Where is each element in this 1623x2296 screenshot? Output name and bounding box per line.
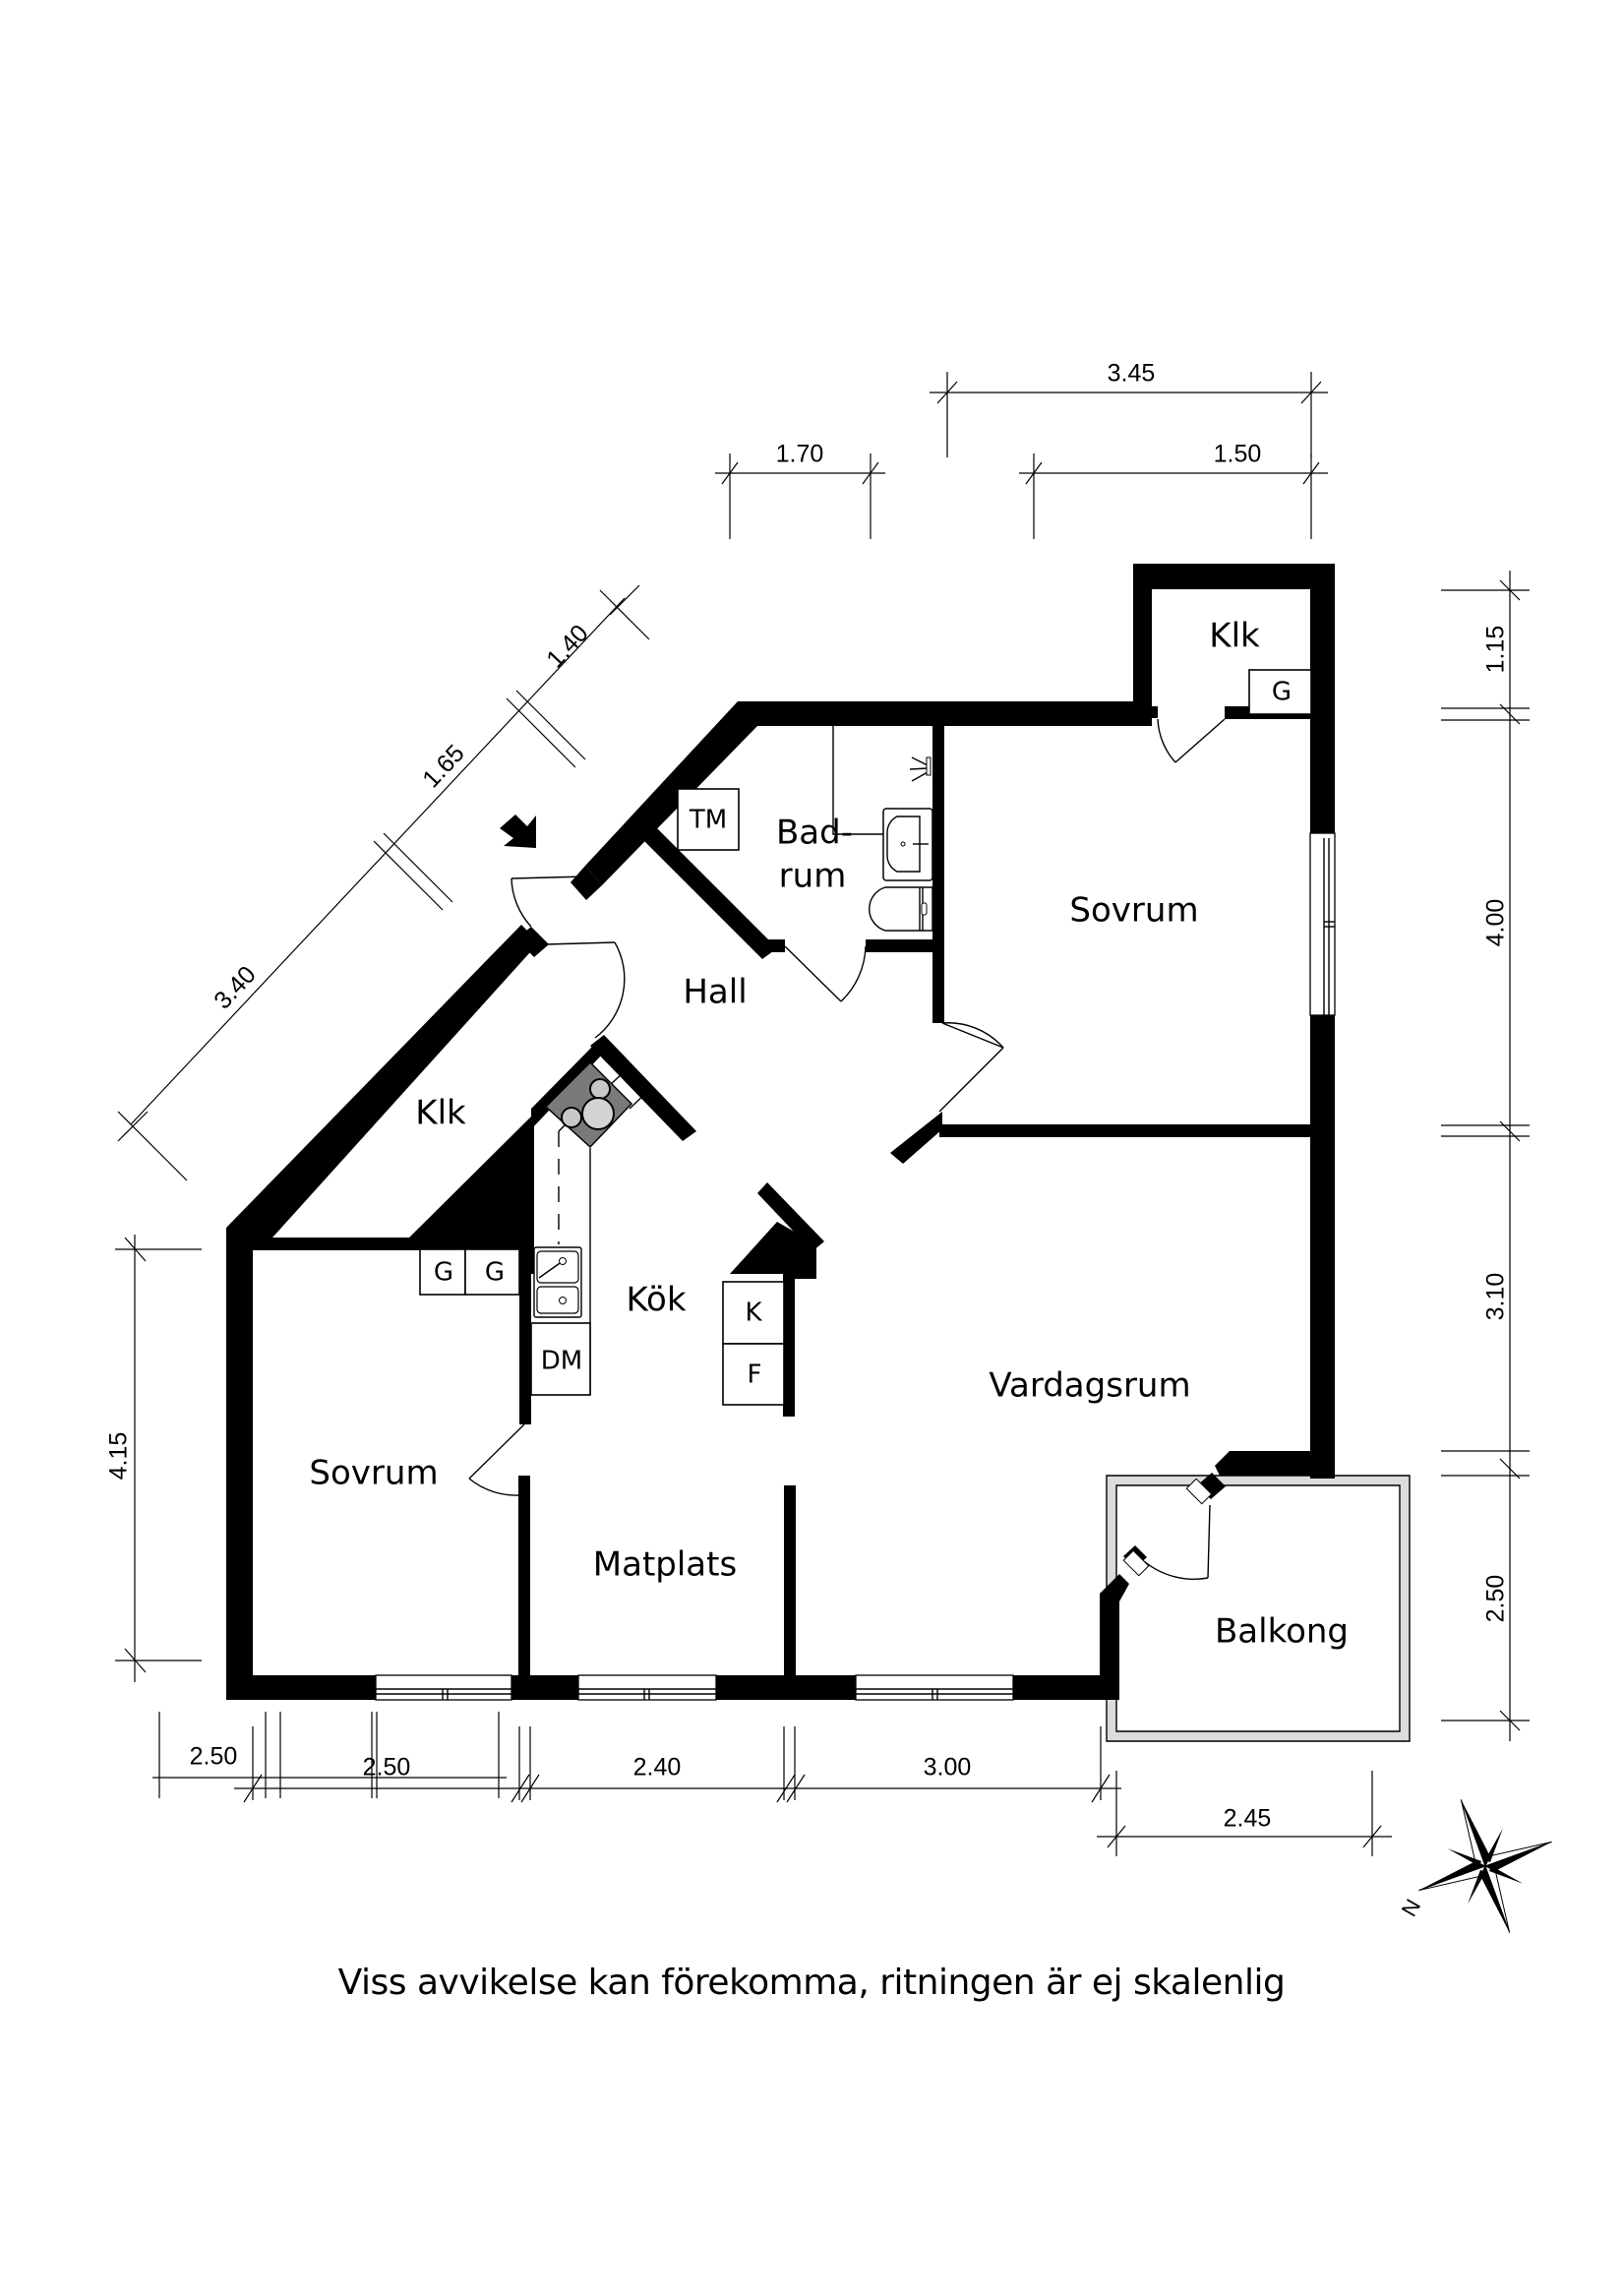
door-sovrum-ne[interactable] [938, 1022, 1004, 1113]
entrance-arrow-icon [500, 815, 536, 848]
room-label-hall: Hall [683, 973, 747, 1012]
dimension-top-total: 3.45 [930, 360, 1328, 457]
dimension-label: 1.50 [1214, 441, 1262, 468]
walls [226, 564, 1335, 1700]
washing-machine: TM [677, 788, 740, 851]
windows [375, 832, 1336, 1701]
dimension-label: 2.40 [633, 1754, 682, 1782]
svg-text:G: G [434, 1258, 453, 1288]
dimension-label: 1.65 [417, 740, 470, 794]
svg-text:DM: DM [541, 1347, 582, 1376]
room-label-badrum: Bad- [776, 814, 853, 853]
room-label-klk-w: Klk [415, 1094, 466, 1133]
svg-text:G: G [1272, 678, 1292, 707]
dimension-label: 2.50 [363, 1754, 411, 1782]
room-label-badrum-2: rum [779, 857, 847, 896]
wardrobe: G [419, 1248, 466, 1296]
window [855, 1674, 1014, 1701]
dimension-label: 2.45 [1224, 1805, 1272, 1833]
dishwasher: DM [530, 1322, 591, 1396]
room-label-sovrum-ne: Sovrum [1069, 891, 1198, 931]
compass-north-label: N [1397, 1895, 1426, 1920]
dimension-top-right: 1.50 [1019, 441, 1328, 539]
dimension-label: 3.10 [1482, 1273, 1510, 1321]
kitchen-sink [533, 1246, 582, 1318]
window [577, 1674, 717, 1701]
dimension-label: 1.40 [541, 620, 594, 674]
door-bathroom[interactable] [784, 945, 867, 1002]
stove [544, 1060, 633, 1149]
window [375, 1674, 512, 1701]
svg-text:F: F [748, 1360, 762, 1390]
dimension-label: 2.50 [190, 1743, 238, 1771]
balcony [1106, 1475, 1411, 1742]
freezer: F [722, 1343, 785, 1406]
wardrobe-ne: G [1248, 669, 1312, 715]
room-label-balkong: Balkong [1215, 1612, 1349, 1652]
dimension-label: 2.50 [1482, 1575, 1510, 1623]
door-balcony[interactable] [1122, 1478, 1213, 1580]
dimension-bottom-balcony: 2.45 [1097, 1771, 1392, 1856]
dimension-bottom-main: 2.50 2.40 3.00 [234, 1726, 1121, 1803]
dimension-label: 3.00 [924, 1754, 972, 1782]
svg-text:TM: TM [689, 806, 727, 835]
dimension-label: 1.70 [776, 441, 824, 468]
toilet [869, 886, 933, 932]
dimension-label: 3.40 [209, 961, 262, 1015]
disclaimer-text: Viss avvikelse kan förekomma, ritningen … [337, 1963, 1286, 2003]
door-klk-west[interactable] [545, 941, 626, 1039]
svg-text:G: G [485, 1258, 505, 1288]
svg-text:K: K [745, 1299, 762, 1328]
door-entrance[interactable] [511, 876, 587, 928]
room-label-vardagsrum: Vardagsrum [989, 1366, 1190, 1406]
window [1309, 832, 1336, 1016]
room-label-sovrum-sw: Sovrum [309, 1454, 438, 1493]
room-label-klk-ne: Klk [1209, 617, 1260, 656]
dimension-bottom: 2.50 [152, 1712, 507, 1798]
room-label-matplats: Matplats [593, 1545, 737, 1585]
room-labels: Klk Bad- rum Sovrum Hall Klk Kök Vardags… [309, 617, 1349, 1652]
doors [468, 718, 1226, 1580]
dimension-label: 3.45 [1108, 360, 1156, 388]
fixtures: TM G G G [419, 669, 1312, 1406]
dimension-left: 4.15 [105, 1235, 202, 1682]
dimension-label: 1.15 [1482, 626, 1510, 674]
compass-rose-icon [1418, 1799, 1552, 1933]
dimension-top-left: 1.70 [715, 441, 885, 539]
room-label-kok: Kök [626, 1281, 686, 1320]
bathroom-sink [882, 808, 933, 881]
wardrobe: G [464, 1248, 520, 1296]
dimension-right: 1.15 4.00 3.10 2.50 [1441, 571, 1530, 1741]
dimension-label: 4.00 [1482, 899, 1510, 947]
dimension-label: 4.15 [105, 1432, 133, 1480]
fridge: K [722, 1281, 785, 1345]
door-klk-ne[interactable] [1157, 718, 1226, 763]
door-sovrum-sw[interactable] [468, 1423, 525, 1496]
